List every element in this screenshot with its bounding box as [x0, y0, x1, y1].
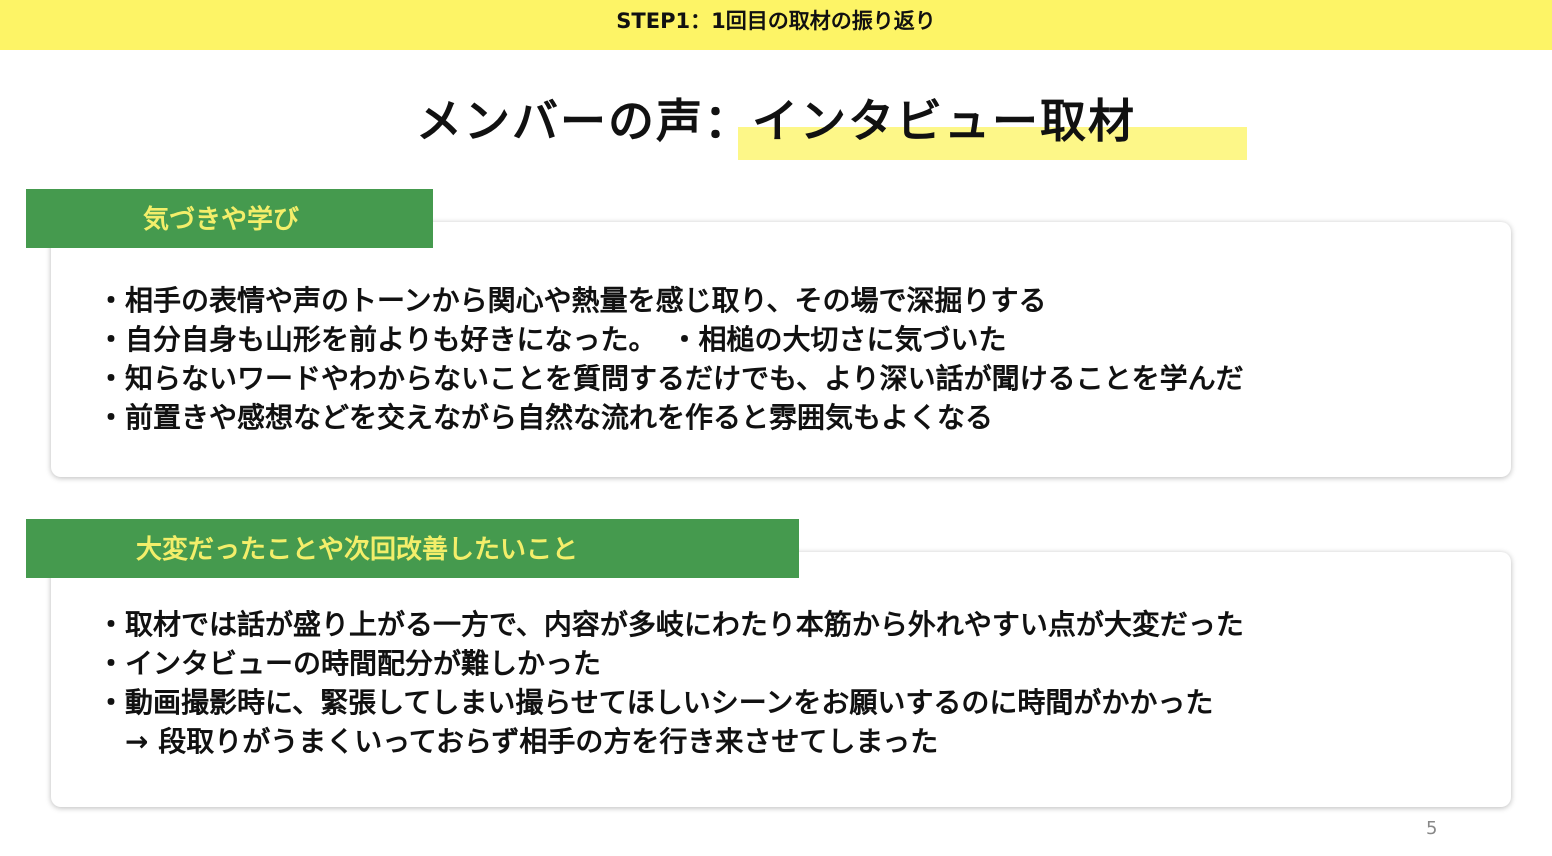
- list-item: → 段取りがうまくいっておらず相手の方を行き来させてしまった: [97, 725, 939, 758]
- title-highlight: [738, 127, 1247, 160]
- insights-card: [51, 222, 1511, 477]
- list-item: ・相手の表情や声のトーンから関心や熱量を感じ取り、その場で深掘りする: [97, 284, 1047, 317]
- title-highlight-text: インタビュー取材: [752, 94, 1136, 148]
- insights-list: ・相手の表情や声のトーンから関心や熱量を感じ取り、その場で深掘りする ・自分自身…: [97, 281, 1244, 437]
- list-item: ・インタビューの時間配分が難しかった: [97, 647, 602, 680]
- step-header: STEP1：1回目の取材の振り返り: [0, 0, 1552, 50]
- list-item: ・自分自身も山形を前よりも好きになった。 ・相槌の大切さに気づいた: [97, 323, 1007, 356]
- list-item: ・取材では話が盛り上がる一方で、内容が多岐にわたり本筋から外れやすい点が大変だっ…: [97, 608, 1244, 641]
- challenges-list: ・取材では話が盛り上がる一方で、内容が多岐にわたり本筋から外れやすい点が大変だっ…: [97, 605, 1244, 761]
- list-item: ・動画撮影時に、緊張してしまい撮らせてほしいシーンをお願いするのに時間がかかった: [97, 686, 1214, 719]
- list-item: ・前置きや感想などを交えながら自然な流れを作ると雰囲気もよくなる: [97, 401, 994, 434]
- page-number: 5: [1426, 818, 1438, 839]
- list-item: ・知らないワードやわからないことを質問するだけでも、より深い話が聞けることを学ん…: [97, 362, 1244, 395]
- challenges-label: 大変だったことや次回改善したいこと: [26, 519, 799, 578]
- insights-label: 気づきや学び: [26, 189, 433, 248]
- title-prefix: メンバーの声：: [416, 94, 752, 148]
- challenges-card: [51, 552, 1511, 807]
- page-title: メンバーの声：インタビュー取材: [0, 88, 1552, 154]
